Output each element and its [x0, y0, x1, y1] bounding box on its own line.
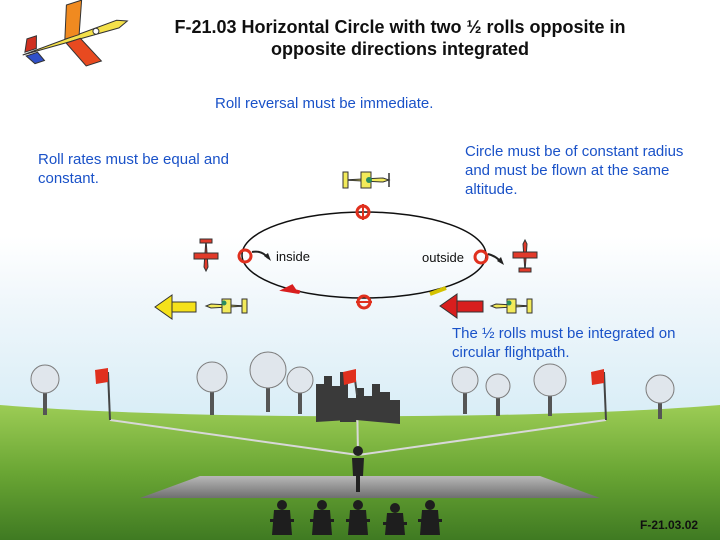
tree-icon	[196, 361, 228, 415]
tree-icon	[533, 363, 567, 416]
tree-icon	[30, 364, 60, 415]
arrow-head-icon	[497, 257, 504, 265]
note-roll-integration: The ½ rolls must be integrated on circul…	[452, 325, 676, 361]
position-marker-left	[237, 248, 253, 264]
position-marker-top	[355, 204, 371, 220]
figure-code: F-21.03.02	[640, 518, 699, 532]
tree-icon	[451, 366, 479, 414]
sight-line-right	[357, 419, 607, 456]
aerobatic-plane-icon	[342, 171, 391, 189]
judge-figure-icon	[418, 500, 442, 535]
label-inside: inside	[276, 249, 310, 264]
red-flag-icon	[95, 368, 111, 421]
sight-line-left	[109, 419, 359, 456]
runway-strip	[140, 476, 600, 498]
red-flag-icon	[591, 369, 607, 421]
red-flag-icon	[343, 369, 358, 396]
judge-figure-icon	[310, 500, 334, 535]
judge-figure-icon	[270, 500, 294, 535]
direction-arrow-red-icon	[279, 284, 301, 295]
aerobatic-plane-icon	[489, 298, 533, 314]
direction-arrow-yellow-icon	[154, 294, 197, 320]
direction-arrow-yellow-icon	[429, 286, 447, 296]
position-marker-right	[473, 249, 489, 265]
aerobatic-plane-icon	[204, 298, 248, 314]
aerobatic-plane-icon	[512, 238, 538, 273]
title-line-2: opposite directions integrated	[270, 39, 530, 59]
tree-icon	[286, 366, 314, 414]
sky-background	[0, 0, 720, 430]
aerobatic-plane-icon	[22, 0, 129, 67]
note-circle-radius: Circle must be of constant radius and mu…	[465, 143, 684, 198]
page-title: F-21.03 Horizontal Circle with two ½ rol…	[100, 16, 700, 60]
note-roll-rates: Roll rates must be equal and constant.	[38, 151, 229, 187]
aerobatic-plane-icon	[193, 238, 219, 273]
note-roll-reversal: Roll reversal must be immediate.	[215, 95, 434, 112]
judge-figure-icon	[383, 503, 407, 535]
pilot-figure-icon	[352, 446, 364, 492]
tree-icon	[485, 373, 511, 416]
tree-icon	[645, 374, 675, 419]
position-marker-bottom	[356, 294, 372, 310]
arrow-head-icon	[264, 253, 271, 261]
direction-arrow-red-icon	[439, 293, 484, 319]
tree-icon	[249, 351, 287, 412]
title-line-1: F-21.03 Horizontal Circle with two ½ rol…	[174, 17, 626, 37]
judge-figure-icon	[346, 500, 370, 535]
castle-ruin-icon	[316, 372, 400, 424]
label-outside: outside	[422, 250, 464, 265]
